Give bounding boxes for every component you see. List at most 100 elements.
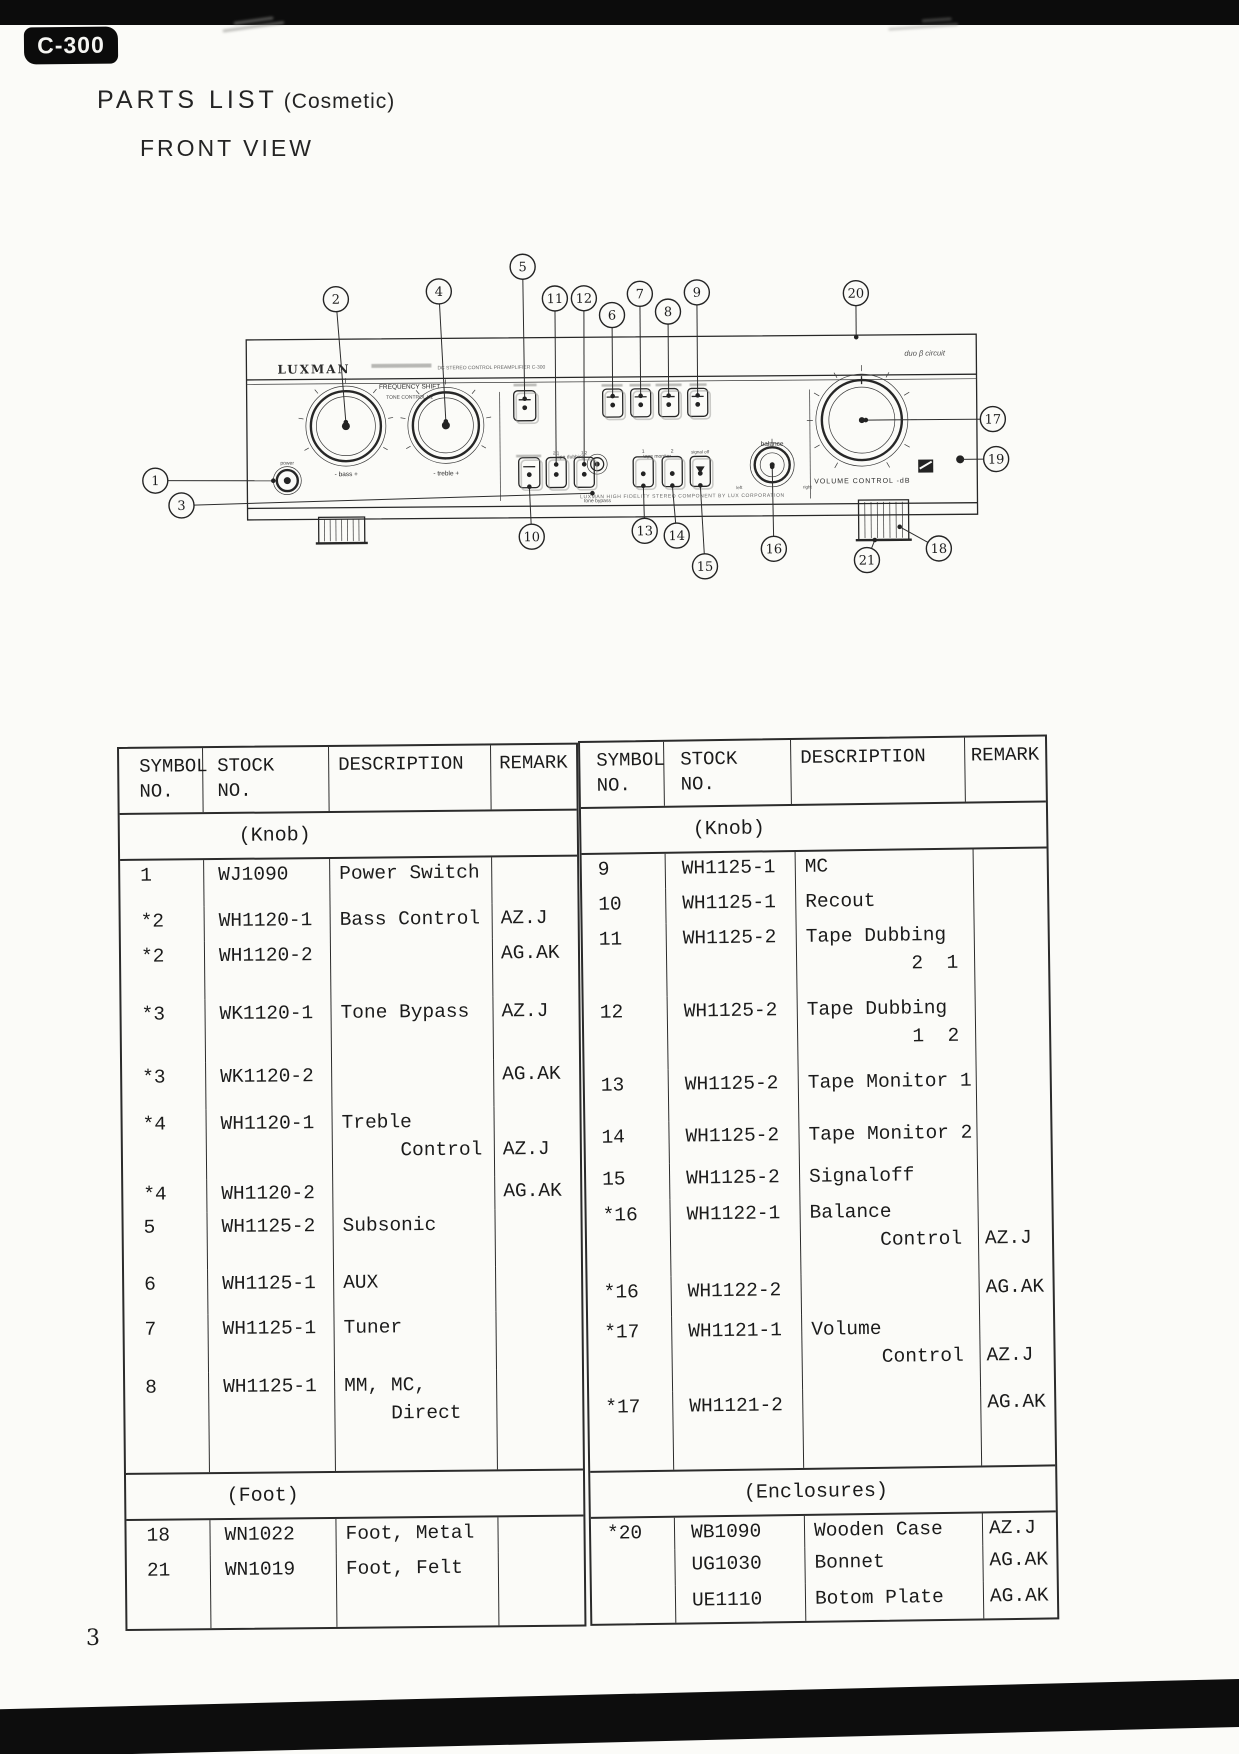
table-section-title: (Knob) xyxy=(580,800,1047,855)
table-cell-symbol: 1 xyxy=(120,860,205,907)
table-cell-stock: WH1125-2 xyxy=(668,1067,800,1122)
table-cell-remark: AZ.J xyxy=(501,999,549,1023)
table-cell-stock: WK1120-1 xyxy=(205,997,333,1063)
svg-text:21: 21 xyxy=(859,553,876,568)
table-cell-desc xyxy=(330,938,494,998)
table-header-cell: STOCK NO. xyxy=(203,746,330,813)
table-cell-symbol: *2 xyxy=(120,941,206,1000)
table-cell-symbol: 18 xyxy=(126,1520,211,1556)
table-cell-stock: WH1125-1 xyxy=(208,1267,335,1315)
table-cell-desc: MM, MC, Direct xyxy=(334,1369,498,1471)
table-cell-stock: WH1120-1 xyxy=(206,1107,334,1180)
table-cell-symbol: 15 xyxy=(585,1163,671,1201)
table-cell-stock: WJ1090 xyxy=(204,858,331,907)
table-cell-remark xyxy=(492,857,577,904)
table-cell-desc: Power Switch xyxy=(330,857,493,905)
page-title: PARTS LIST(Cosmetic) xyxy=(97,86,395,115)
svg-text:4: 4 xyxy=(435,285,443,300)
monitor-2-label: 2 xyxy=(671,449,674,455)
svg-text:9: 9 xyxy=(693,286,701,301)
tape-monitor-label: tape monitor xyxy=(643,454,671,460)
monitor-1-label: 1 xyxy=(642,449,645,455)
callout-20: 20 xyxy=(842,279,870,340)
table-cell-symbol xyxy=(591,1549,676,1587)
svg-text:10: 10 xyxy=(523,530,540,545)
table-cell-stock: WH1125-1 xyxy=(209,1370,336,1473)
table-cell-remark: AZ.J xyxy=(502,1110,550,1161)
table-cell-symbol: *3 xyxy=(122,1062,207,1110)
balance-right-label: right xyxy=(803,484,813,489)
table-cell-desc: Tape Monitor 2 xyxy=(799,1117,978,1162)
table-cell-desc xyxy=(332,1059,495,1108)
callout-3: 3 xyxy=(168,490,595,519)
push-button xyxy=(629,388,655,421)
page-subtitle: FRONT VIEW xyxy=(140,135,314,161)
tone-control-label: TONE CONTROL Hz xyxy=(386,394,433,400)
push-button xyxy=(545,456,570,491)
table-cell-desc xyxy=(333,1176,496,1211)
model-badge: C-300 xyxy=(23,26,119,65)
table-section-title: (Foot) xyxy=(125,1468,584,1521)
volume-knob: VOLUME CONTROL -dB xyxy=(814,373,911,485)
table-cell-remark xyxy=(496,1266,581,1312)
table-cell-desc: Foot, Metal xyxy=(336,1517,499,1554)
svg-text:14: 14 xyxy=(668,529,685,544)
table-section-title: (Enclosures) xyxy=(590,1464,1056,1519)
brand-block: LUXMAN DC STEREO CONTROL PREAMPLIFIER C-… xyxy=(277,348,945,376)
table-header-cell: SYMBOL NO. xyxy=(580,741,665,807)
table-cell-stock: WN1022 xyxy=(210,1518,337,1556)
table-cell-desc: Tape Monitor 1 xyxy=(798,1065,978,1120)
table-header-cell: DESCRIPTION xyxy=(791,737,966,805)
table-cell-remark: AG.AK xyxy=(503,1179,562,1203)
table-cell-remark xyxy=(496,1311,582,1370)
table-cell-symbol: *3 xyxy=(121,999,207,1063)
table-cell-stock: WH1121-1 xyxy=(672,1314,804,1392)
callout-7: 7 xyxy=(626,280,654,399)
svg-text:6: 6 xyxy=(608,309,616,324)
callout-16: 16 xyxy=(760,464,788,562)
table-cell-symbol xyxy=(591,1585,677,1624)
front-view-diagram: LUXMAN DC STEREO CONTROL PREAMPLIFIER C-… xyxy=(0,245,1239,635)
table-cell-remark: AG.AK xyxy=(500,941,560,965)
callout-17: 17 xyxy=(863,405,1007,433)
table-cell-symbol: *16 xyxy=(586,1199,672,1278)
power-button: power xyxy=(272,461,302,495)
table-cell-desc: Tape Dubbing 2 1 xyxy=(796,919,976,995)
table-cell-symbol: *17 xyxy=(589,1391,675,1471)
callout-12: 12 xyxy=(570,285,598,467)
table-cell-symbol: *16 xyxy=(587,1276,673,1318)
table-cell-desc: Subsonic xyxy=(333,1209,497,1268)
table-cell-symbol: 11 xyxy=(582,923,668,998)
svg-text:1: 1 xyxy=(151,474,159,489)
callout-14: 14 xyxy=(663,483,690,549)
table-cell-desc: Treble Control xyxy=(332,1106,496,1178)
table-cell-desc xyxy=(803,1387,983,1468)
callout-6: 6 xyxy=(598,301,626,399)
power-label: power xyxy=(280,461,294,467)
table-cell-symbol: 5 xyxy=(123,1212,209,1270)
balance-knob: balance left right xyxy=(736,438,813,490)
table-cell-remark xyxy=(974,883,1047,919)
table-cell-remark: AZ.J xyxy=(500,906,548,930)
table-cell-stock: WN1019 xyxy=(210,1553,338,1629)
svg-text:18: 18 xyxy=(931,542,948,557)
callout-5: 5 xyxy=(509,253,536,402)
table-cell-symbol: *2 xyxy=(120,906,205,942)
push-button xyxy=(573,456,598,491)
bass-label: - bass + xyxy=(335,471,359,478)
table-cell-symbol: 7 xyxy=(124,1314,210,1373)
switch-buttons xyxy=(512,387,714,492)
